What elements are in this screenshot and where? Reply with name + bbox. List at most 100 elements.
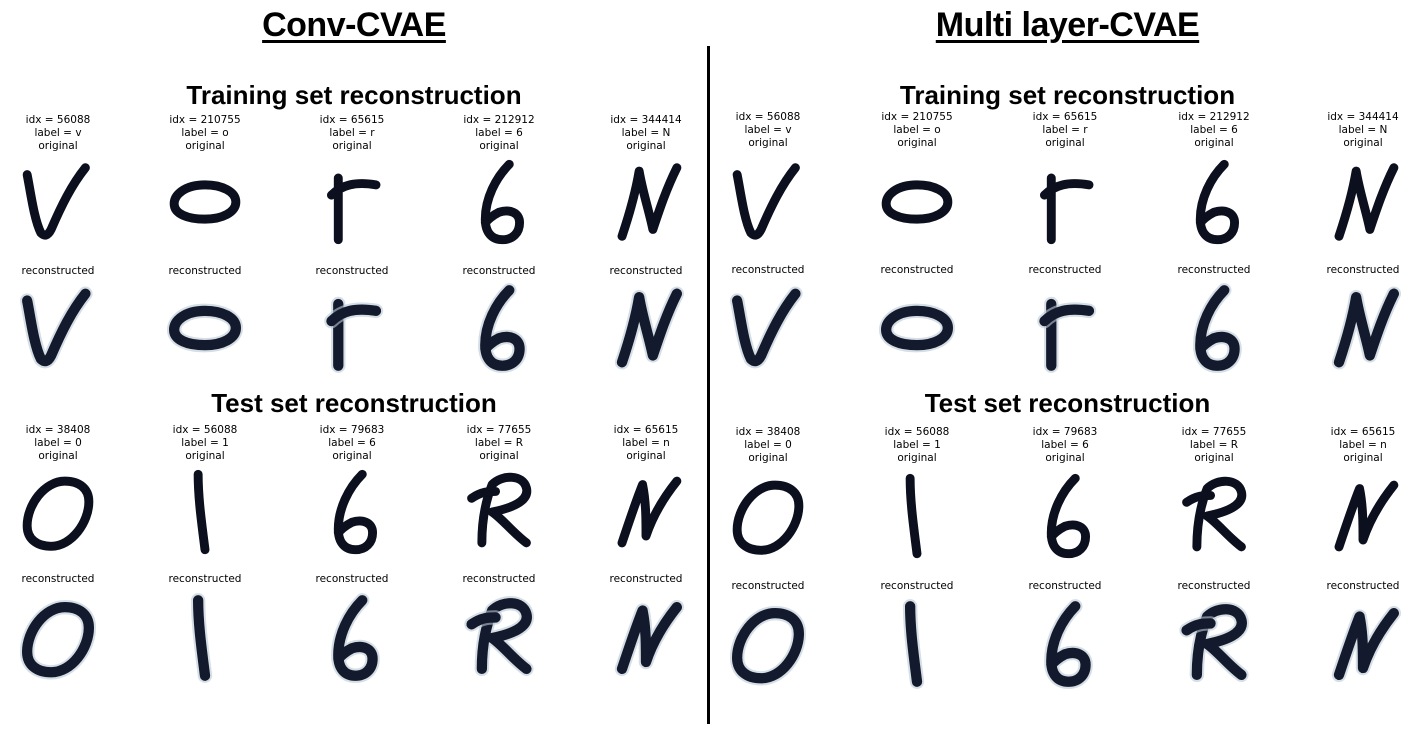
reconstructed-image [869, 596, 965, 692]
caption-label: label = o [181, 127, 229, 139]
original-image [598, 464, 694, 560]
reconstructed-image [1166, 280, 1262, 376]
caption-reconstructed: reconstructed [462, 265, 536, 277]
caption-reconstructed: reconstructed [731, 580, 805, 592]
glyph-stroke [169, 180, 241, 224]
caption-original: original [897, 137, 937, 149]
caption-idx: idx = 65615 [1032, 111, 1098, 123]
reconstructed-image [1017, 596, 1113, 692]
glyph-stroke [1046, 601, 1091, 687]
caption-label: label = r [329, 127, 375, 139]
glyph-stroke [326, 304, 382, 327]
caption-original: original [1045, 452, 1085, 464]
section-title-training: Training set reconstruction [186, 80, 522, 110]
glyph-stroke [617, 476, 682, 548]
original-image [1166, 468, 1262, 564]
original-image [720, 154, 816, 250]
caption-original: original [626, 450, 666, 462]
caption-original: original [38, 450, 78, 462]
glyph-stroke [617, 163, 682, 241]
caption-original: original [1343, 452, 1383, 464]
caption-idx: idx = 79683 [319, 424, 385, 436]
caption-reconstructed: reconstructed [609, 265, 683, 277]
caption-reconstructed: reconstructed [315, 265, 389, 277]
reconstructed-image [10, 590, 106, 686]
glyph-stroke [1181, 618, 1216, 636]
caption-label: label = 1 [181, 437, 229, 449]
original-image [1017, 468, 1113, 564]
glyph-stroke [480, 159, 525, 245]
caption-label: label = 0 [34, 437, 82, 449]
reconstructed-image [1017, 280, 1113, 376]
glyph-stroke [1334, 163, 1399, 241]
reconstructed-image [304, 590, 400, 686]
caption-idx: idx = 38408 [25, 424, 91, 436]
section-title-test: Test set reconstruction [924, 388, 1211, 418]
caption-reconstructed: reconstructed [1028, 264, 1102, 276]
glyph-stroke [193, 469, 210, 555]
glyph-stroke [1195, 159, 1240, 245]
glyph-stroke [476, 598, 532, 674]
caption-label: label = 0 [744, 439, 792, 451]
caption-reconstructed: reconstructed [168, 573, 242, 585]
caption-idx: idx = 212912 [463, 114, 535, 126]
panel-title: Conv-CVAE [262, 6, 446, 44]
original-image [304, 464, 400, 560]
glyph-stroke [22, 602, 94, 678]
caption-idx: idx = 344414 [1327, 111, 1399, 123]
caption-original: original [332, 450, 372, 462]
multi-layer-cvae-panel: Multi layer-CVAE Training set reconstruc… [710, 0, 1425, 742]
caption-label: label = N [1338, 124, 1388, 136]
caption-original: original [185, 450, 225, 462]
glyph-stroke [905, 601, 923, 687]
caption-original: original [1045, 137, 1085, 149]
caption-reconstructed: reconstructed [315, 573, 389, 585]
reconstructed-image [598, 590, 694, 686]
original-image [1017, 154, 1113, 250]
original-image [451, 464, 547, 560]
caption-idx: idx = 56088 [884, 426, 950, 438]
panel-divider [707, 46, 710, 724]
reconstructed-image [451, 590, 547, 686]
caption-label: label = 6 [328, 437, 376, 449]
original-image [304, 154, 400, 250]
original-image [10, 464, 106, 560]
caption-label: label = 6 [1041, 439, 1089, 451]
original-image [869, 154, 965, 250]
caption-reconstructed: reconstructed [1177, 580, 1251, 592]
caption-original: original [479, 140, 519, 152]
glyph-stroke [1333, 288, 1399, 368]
glyph-stroke [326, 179, 381, 200]
caption-label: label = N [621, 127, 671, 139]
reconstructed-image [304, 280, 400, 376]
section-title-test: Test set reconstruction [211, 388, 497, 418]
reconstructed-image [598, 280, 694, 376]
caption-label: label = v [34, 127, 82, 139]
caption-reconstructed: reconstructed [609, 573, 683, 585]
caption-reconstructed: reconstructed [462, 573, 536, 585]
glyph-stroke [1334, 480, 1399, 552]
original-image [869, 468, 965, 564]
glyph-stroke [1182, 490, 1216, 507]
caption-idx: idx = 77655 [1181, 426, 1247, 438]
caption-idx: idx = 65615 [1330, 426, 1396, 438]
caption-idx: idx = 210755 [881, 111, 953, 123]
caption-reconstructed: reconstructed [1177, 264, 1251, 276]
caption-original: original [1343, 137, 1383, 149]
original-image [598, 154, 694, 250]
glyph-stroke [732, 480, 804, 555]
glyph-stroke [1191, 604, 1247, 680]
caption-original: original [748, 452, 788, 464]
glyph-stroke [732, 163, 800, 240]
